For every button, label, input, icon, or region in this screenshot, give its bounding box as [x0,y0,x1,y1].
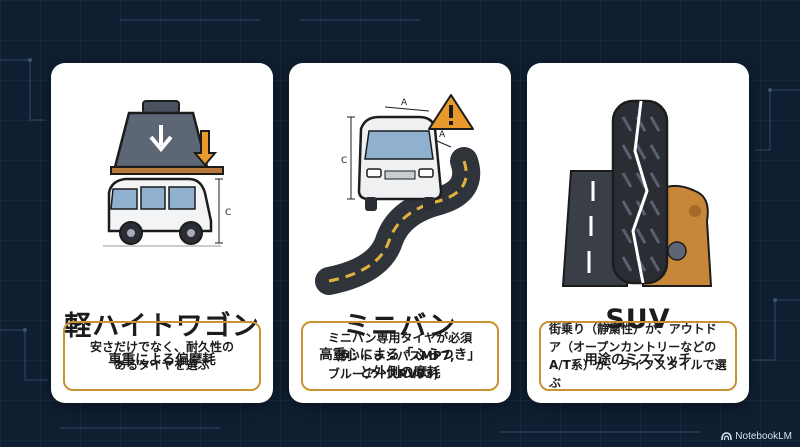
card-minivan: C A A ミニバン 高重心による「ふらつき」 と外側の摩耗 ミニバン専用タイヤ… [289,63,511,403]
notebooklm-logo-icon [721,432,733,441]
advice-box: 街乗り（静粛性）か、アウトド ア（オープンカントリーなどの A/T系）か、ライフ… [539,321,737,391]
dimension-label-c: C [341,156,347,166]
warning-icon [428,94,474,130]
card-kei-height-wagon: C 軽ハイトワゴン 車重による偏摩耗 安さだけでなく、耐久性の あるタイヤを選ぶ [51,63,273,403]
dimension-label: C [225,208,231,218]
kei-wagon-illustration: C [103,100,231,247]
brand-name: NotebookLM [735,431,792,442]
advice-box: 安さだけでなく、耐久性の あるタイヤを選ぶ [63,321,261,391]
card-title: 軽ハイトワゴン [64,311,260,342]
dimension-label-a-side: A [439,130,446,140]
card-title: ミニバン [343,311,457,342]
tire-icon [611,99,669,285]
suv-tire-illustration [561,99,713,287]
card-subtitle: 車重による偏摩耗 [108,352,216,368]
minivan-illustration: C A A [315,94,481,295]
dimension-label-a-top: A [401,98,408,108]
advice-box: ミニバン専用タイヤが必須 （例: トランパスMP7, ブルーアースRV03) [301,321,499,391]
card-subtitle: 高重心による「ふらつき」 と外側の摩耗 [319,347,481,381]
weight-icon [113,100,209,169]
card-suv: SUV 用途のミスマッチ 街乗り（静粛性）か、アウトド ア（オープンカントリーな… [527,63,749,403]
card-title: SUV [605,304,671,335]
minivan-icon [357,115,443,211]
card-subtitle: 用途のミスマッチ [584,352,692,368]
kei-car-icon [107,177,213,245]
notebooklm-logo: NotebookLM [721,431,792,442]
down-arrow-icon [192,130,218,167]
